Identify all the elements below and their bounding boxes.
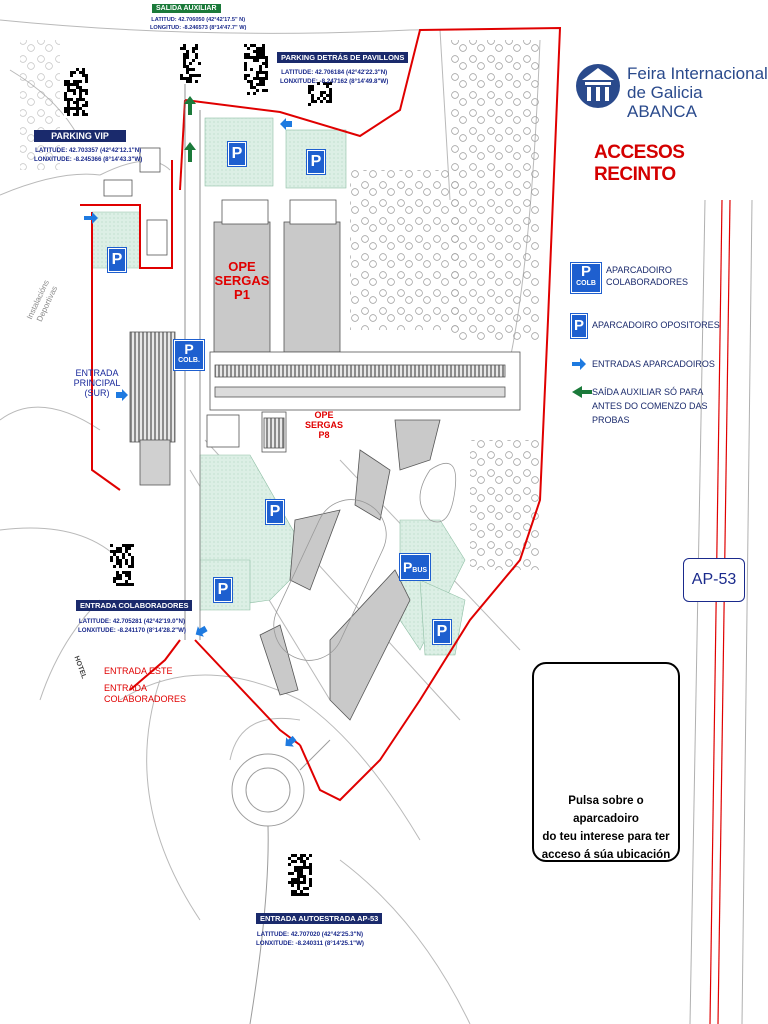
pavillons-lat: LATITUDE: 42.706184 (42°42'22.3"N) [281, 69, 388, 76]
logo-line-1: Feira Internacional [627, 64, 768, 83]
info-box[interactable]: Pulsa sobre o aparcadoiro do teu interes… [532, 662, 680, 862]
track-oval [273, 463, 457, 661]
colb-sub: COLB. [178, 357, 200, 364]
legend-entradas-text: ENTRADAS APARCADOIROS [592, 359, 715, 369]
qr-code-salida[interactable] [180, 44, 202, 84]
entrada-colaboradores-label: ENTRADA COLABORADORES [76, 600, 193, 611]
salida-lat: LATITUD: 42.706050 (42°42'17.5" N) [151, 17, 246, 23]
principal-line-3: (SUR) [84, 388, 110, 398]
qr-code-vip[interactable] [64, 68, 88, 118]
legend-opositores-icon: P [571, 314, 587, 338]
legend-opositores-text: APARCADOIRO OPOSITORES [592, 320, 720, 330]
colaboradores-lat: LATITUDE: 42.705281 (42°42'19.0"N) [78, 618, 186, 625]
parking-bus-badge[interactable]: PBUS [400, 554, 430, 580]
parking-badge-4[interactable]: P [266, 500, 284, 524]
entrada-este-label: ENTRADA ESTE ENTRADA COLABORADORES [104, 666, 186, 705]
info-line-1: Pulsa sobre o aparcadoiro [568, 795, 644, 825]
p8-line-2: SERGAS [304, 420, 343, 430]
tree-areas [20, 40, 540, 570]
qr-code-pavilions[interactable] [308, 82, 332, 106]
entrada-autoestrada-coords: LATITUDE: 42.707020 (42°42'25.3"N) LONXI… [256, 930, 364, 948]
parking-badge-3[interactable]: P [108, 248, 126, 272]
qr-code-colaboradores[interactable] [110, 544, 136, 586]
parking-pavillons-coords: LATITUDE: 42.706184 (42°42'22.3"N) LONXI… [280, 68, 388, 86]
qr-code-autoestrada[interactable] [288, 854, 314, 896]
entrada-principal-label: ENTRADA PRINCIPAL (SUR) [72, 368, 122, 398]
p1-line-1: OPE [228, 259, 256, 274]
legend-salida-line-1: SAÍDA AUXILIAR SÓ PARA [592, 387, 704, 397]
entrada-autoestrada-label: ENTRADA AUTOESTRADA AP-53 [256, 913, 383, 924]
salida-auxiliar-coords: LATITUD: 42.706050 (42°42'17.5" N) LONGI… [150, 16, 246, 32]
este-line-2: ENTRADA [104, 683, 148, 693]
ope-sergas-p8-label: OPE SERGAS P8 [304, 410, 344, 440]
bus-sub: BUS [412, 567, 428, 574]
legend-colb-line-2: COLABORADORES [606, 277, 689, 287]
legend-colb-sub: COLB [576, 280, 596, 287]
principal-line-2: PRINCIPAL [73, 378, 121, 388]
legend-colb-letter: P [580, 263, 591, 280]
ope-sergas-p1-label: OPE SERGAS P1 [212, 260, 272, 302]
pavillons-lon: LONXITUDE: -8.247162 (8°14'49.8"W) [280, 78, 389, 85]
legend-salida-line-2: ANTES DO COMENZO DAS [592, 401, 708, 411]
roundabout [231, 739, 331, 1024]
qr-code-left[interactable] [244, 44, 270, 96]
legend-colb-line-1: APARCADOIRO [606, 265, 672, 275]
parking-badge-5[interactable]: P [214, 578, 232, 602]
legend-colb-text: APARCADOIRO COLABORADORES [606, 264, 688, 288]
parking-vip-coords: LATITUDE: 42.703357 (42°42'12.1"N) LONXI… [34, 146, 142, 164]
colb-letter: P [184, 341, 194, 357]
entrance-arrows [84, 118, 586, 747]
diagonal-halls [259, 419, 441, 721]
autoestrada-lat: LATITUDE: 42.707020 (42°42'25.3"N) [256, 931, 364, 938]
autoestrada-lon: LONXITUDE: -8.240311 (8°14'25.1"W) [256, 940, 364, 947]
salida-auxiliar-label: SALIDA AUXILIAR [152, 4, 221, 13]
legend-salida-text: SAÍDA AUXILIAR SÓ PARA ANTES DO COMENZO … [592, 385, 708, 427]
logo-line-2: de Galicia ABANCA [627, 83, 703, 121]
exit-arrows [184, 96, 592, 398]
colaboradores-lon: LONXITUDE: -8.241170 (8°14'28.2"W) [78, 627, 186, 634]
parking-badge-1[interactable]: P [228, 142, 246, 166]
info-text: Pulsa sobre o aparcadoiro do teu interes… [534, 792, 678, 864]
este-line-3: COLABORADORES [104, 694, 187, 704]
bus-letter: P [402, 559, 413, 575]
p1-line-3: P1 [234, 287, 250, 302]
principal-line-1: ENTRADA [75, 368, 119, 378]
p8-line-3: P8 [318, 430, 330, 440]
pavilion-logo-icon [576, 64, 620, 108]
entrada-colaboradores-coords: LATITUDE: 42.705281 (42°42'19.0"N) LONXI… [78, 617, 186, 635]
ap53-road-label: AP-53 [683, 558, 745, 602]
info-line-3: acceso á súa ubicación [541, 849, 671, 861]
logo-name: Feira Internacional de Galicia ABANCA [627, 64, 768, 121]
legend-salida-line-3: PROBAS [592, 415, 630, 425]
p1-line-2: SERGAS [214, 273, 270, 288]
parking-badge-2[interactable]: P [307, 150, 325, 174]
info-line-2: do teu interese para ter [542, 831, 670, 843]
parking-colb-badge[interactable]: P COLB. [174, 340, 204, 370]
este-line-1: ENTRADA ESTE [104, 666, 173, 676]
salida-lon: LONGITUD: -8.246573 (8°14'47.7" W) [150, 25, 247, 31]
p8-line-1: OPE [314, 410, 334, 420]
page-title: ACCESOS RECINTO [594, 142, 685, 185]
parking-vip-label: PARKING VIP [34, 130, 126, 142]
legend-colb-icon: P COLB [571, 263, 601, 293]
parking-pavillons-label: PARKING DETRÁS DE PAVILLONS [277, 52, 409, 63]
ap53-motorway [689, 199, 753, 1024]
vip-lat: LATITUDE: 42.703357 (42°42'12.1"N) [35, 147, 142, 154]
parking-badge-6[interactable]: P [433, 620, 451, 644]
perimeter-fence [80, 26, 562, 802]
pavilion-buildings [103, 147, 521, 486]
vip-lon: LONXITUDE: -8.245366 (8°14'43.3"W) [34, 156, 143, 163]
